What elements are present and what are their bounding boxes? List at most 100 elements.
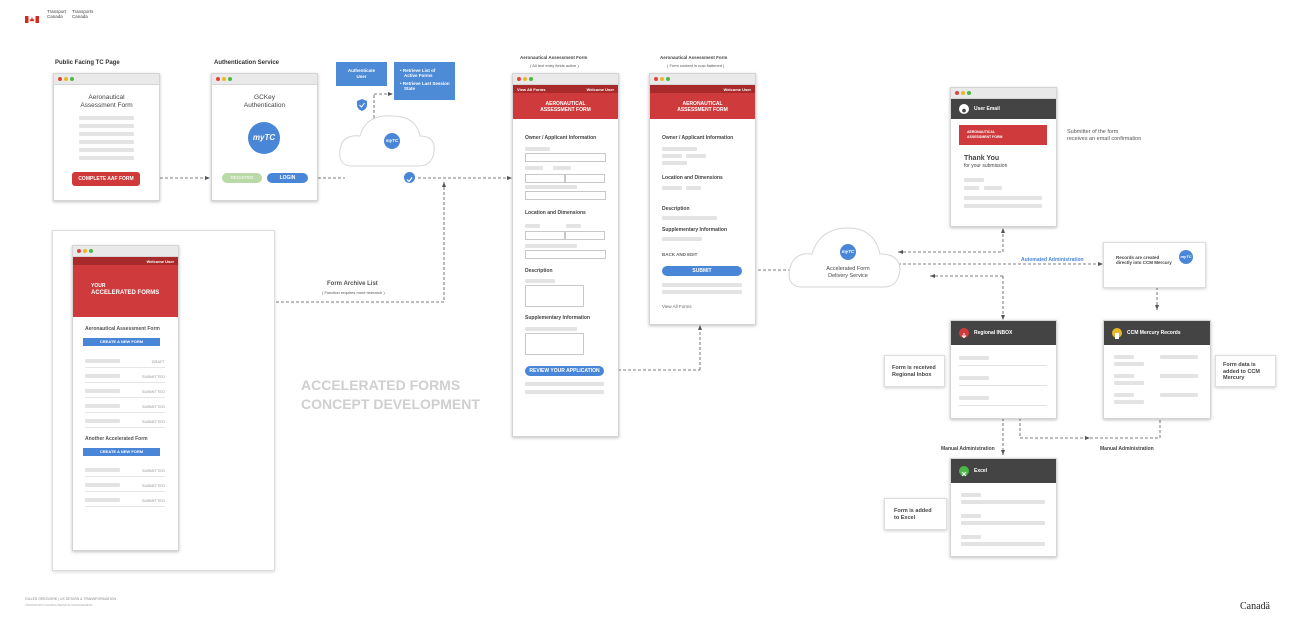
archive-row[interactable]: SUBMITTED <box>85 387 165 398</box>
ccm-note-line1: Form data is <box>1223 362 1256 368</box>
archive-row[interactable]: SUBMITTED <box>85 372 165 383</box>
create-new-form-button-1[interactable]: CREATE A NEW FORM <box>83 338 160 346</box>
regional-inbox-header: Regional INBOX <box>974 330 1013 336</box>
active-sec-owner: Owner / Applicant Information <box>525 135 597 141</box>
excel-window: Excel <box>950 458 1057 557</box>
description-textarea[interactable] <box>525 285 584 307</box>
complete-aaf-form-button[interactable]: COMPLETE AAF FORM <box>72 172 140 186</box>
archive-row[interactable]: SUBMITTED <box>85 402 165 413</box>
archive-group2-title: Another Accelerated Form <box>85 436 148 442</box>
review-application-button[interactable]: REVIEW YOUR APPLICATION <box>525 366 604 376</box>
automated-admin-label: Automated Administration <box>1021 257 1084 263</box>
archive-row[interactable]: SUBMITTED <box>85 481 165 492</box>
flat-form-label: Aeronautical Assessment Form <box>660 55 728 60</box>
mytc-cloud-logo: myTC <box>384 133 400 149</box>
archive-row-status: SUBMITTED <box>141 419 165 424</box>
mytc-delivery-logo: myTC <box>840 244 856 260</box>
flat-welcome: Welcome User <box>723 87 752 92</box>
archive-row[interactable]: DRAFT <box>85 357 165 368</box>
flat-sec-location: Location and Dimensions <box>662 175 723 181</box>
ccm-records-window: CCM Mercury Records <box>1103 320 1211 419</box>
active-sec-description: Description <box>525 268 553 274</box>
archive-row-status: SUBMITTED <box>141 374 165 379</box>
inbox-icon <box>959 328 969 339</box>
view-all-forms-bottom-link[interactable]: View All Forms <box>662 304 692 309</box>
ccm-note-line2: added to CCM <box>1223 368 1260 375</box>
archive-header-line1: YOUR <box>91 283 106 289</box>
inbox-note-line2: Regional Inbox <box>892 371 932 378</box>
active-form-sub: ( All text entry fields active ) <box>530 63 579 68</box>
register-button[interactable]: REGISTER <box>222 173 262 183</box>
archive-group1-title: Aeronautical Assessment Form <box>85 326 160 332</box>
ccm-records-header: CCM Mercury Records <box>1127 330 1181 336</box>
location-field-c[interactable] <box>525 250 606 259</box>
location-field-a[interactable] <box>525 231 565 240</box>
manual-admin-right: Manual Administration <box>1100 446 1154 452</box>
active-sec-supplementary: Supplementary Information <box>525 315 591 321</box>
section-label-auth: Authentication Service <box>214 60 280 66</box>
owner-field-c[interactable] <box>525 191 606 200</box>
flat-sec-description: Description <box>662 206 690 212</box>
archive-label: Form Archive List <box>327 281 378 287</box>
login-button[interactable]: LOGIN <box>267 173 308 183</box>
retrieve-actions-box: • Retrieve List of Active Forms • Retrie… <box>394 62 455 100</box>
footer-author: GILLES GREGOIRE | UX DESIGN & TRANSFORMA… <box>25 597 117 601</box>
excel-note-line2: to Excel <box>894 514 916 521</box>
view-all-forms-link[interactable]: View All Forms <box>517 87 546 92</box>
inbox-note-line1: Form is received <box>892 365 936 371</box>
check-circle-icon <box>404 172 415 183</box>
archive-row-status: DRAFT <box>151 359 165 364</box>
excel-icon <box>959 466 969 477</box>
archive-welcome: Welcome User <box>146 259 175 264</box>
flat-sec-supplementary: Supplementary Information <box>662 227 728 233</box>
archive-row-status: SUBMITTED <box>141 483 165 488</box>
archive-window: Welcome User YOUR ACCELERATED FORMS Aero… <box>72 245 179 551</box>
ccm-note-line3: Mercury <box>1223 375 1245 381</box>
archive-header-line2: ACCELERATED FORMS <box>91 290 160 296</box>
archive-row-status: SUBMITTED <box>141 468 165 473</box>
flat-sec-owner: Owner / Applicant Information <box>662 135 734 141</box>
section-label-public: Public Facing TC Page <box>55 60 120 66</box>
records-note-line1: Records are created <box>1116 255 1160 260</box>
back-and-edit-link[interactable]: BACK AND EDIT <box>662 252 698 257</box>
archive-row-status: SUBMITTED <box>141 498 165 503</box>
location-field-b[interactable] <box>565 231 605 240</box>
archive-row[interactable]: SUBMITTED <box>85 417 165 428</box>
owner-field-a[interactable] <box>525 174 565 183</box>
supplementary-textarea[interactable] <box>525 333 584 355</box>
active-sec-location: Location and Dimensions <box>525 210 586 216</box>
mytc-records-logo: myTC <box>1179 250 1193 264</box>
user-email-header: User Email <box>974 106 1000 112</box>
email-thanks-sub: for your submission <box>964 163 1008 169</box>
archive-row[interactable]: SUBMITTED <box>85 466 165 477</box>
archive-row[interactable]: SUBMITTED <box>85 496 165 507</box>
owner-field[interactable] <box>525 153 606 162</box>
create-new-form-button-2[interactable]: CREATE A NEW FORM <box>83 448 160 456</box>
active-welcome: Welcome User <box>586 87 615 92</box>
submit-button[interactable]: SUBMIT <box>662 266 742 276</box>
excel-note-line1: Form is added <box>894 508 932 514</box>
owner-field-b[interactable] <box>565 174 605 183</box>
active-form-window: View All Forms Welcome User AERONAUTICAL… <box>512 73 619 437</box>
canada-wordmark: Canadä <box>1240 601 1270 612</box>
records-note-line2: directly into CCM Mercury <box>1116 260 1172 265</box>
archive-row-status: SUBMITTED <box>141 389 165 394</box>
shield-icon <box>357 98 367 111</box>
manual-admin-left: Manual Administration <box>941 446 995 452</box>
